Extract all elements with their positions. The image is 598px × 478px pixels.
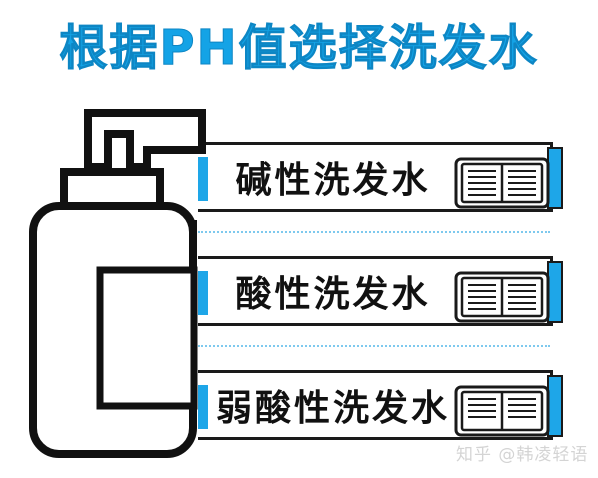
card-tab xyxy=(198,385,208,429)
page-title: 根据PH值选择洗发水 xyxy=(59,20,539,77)
watermark: 知乎 @韩凌轻语 xyxy=(456,445,589,465)
book-icon xyxy=(454,385,550,437)
card-label: 碱性洗发水 xyxy=(235,160,431,201)
book-icon xyxy=(454,157,550,209)
divider xyxy=(198,345,550,347)
card-tab xyxy=(198,271,208,315)
card-alkaline-shampoo: 碱性洗发水 xyxy=(198,142,563,212)
card-label: 弱酸性洗发水 xyxy=(215,388,450,429)
card-weak-acidic-shampoo: 弱酸性洗发水 xyxy=(198,370,563,440)
divider xyxy=(198,231,550,233)
card-acidic-shampoo: 酸性洗发水 xyxy=(198,256,563,326)
card-tab xyxy=(198,157,208,201)
book-icon xyxy=(454,271,550,323)
card-label: 酸性洗发水 xyxy=(235,274,431,315)
